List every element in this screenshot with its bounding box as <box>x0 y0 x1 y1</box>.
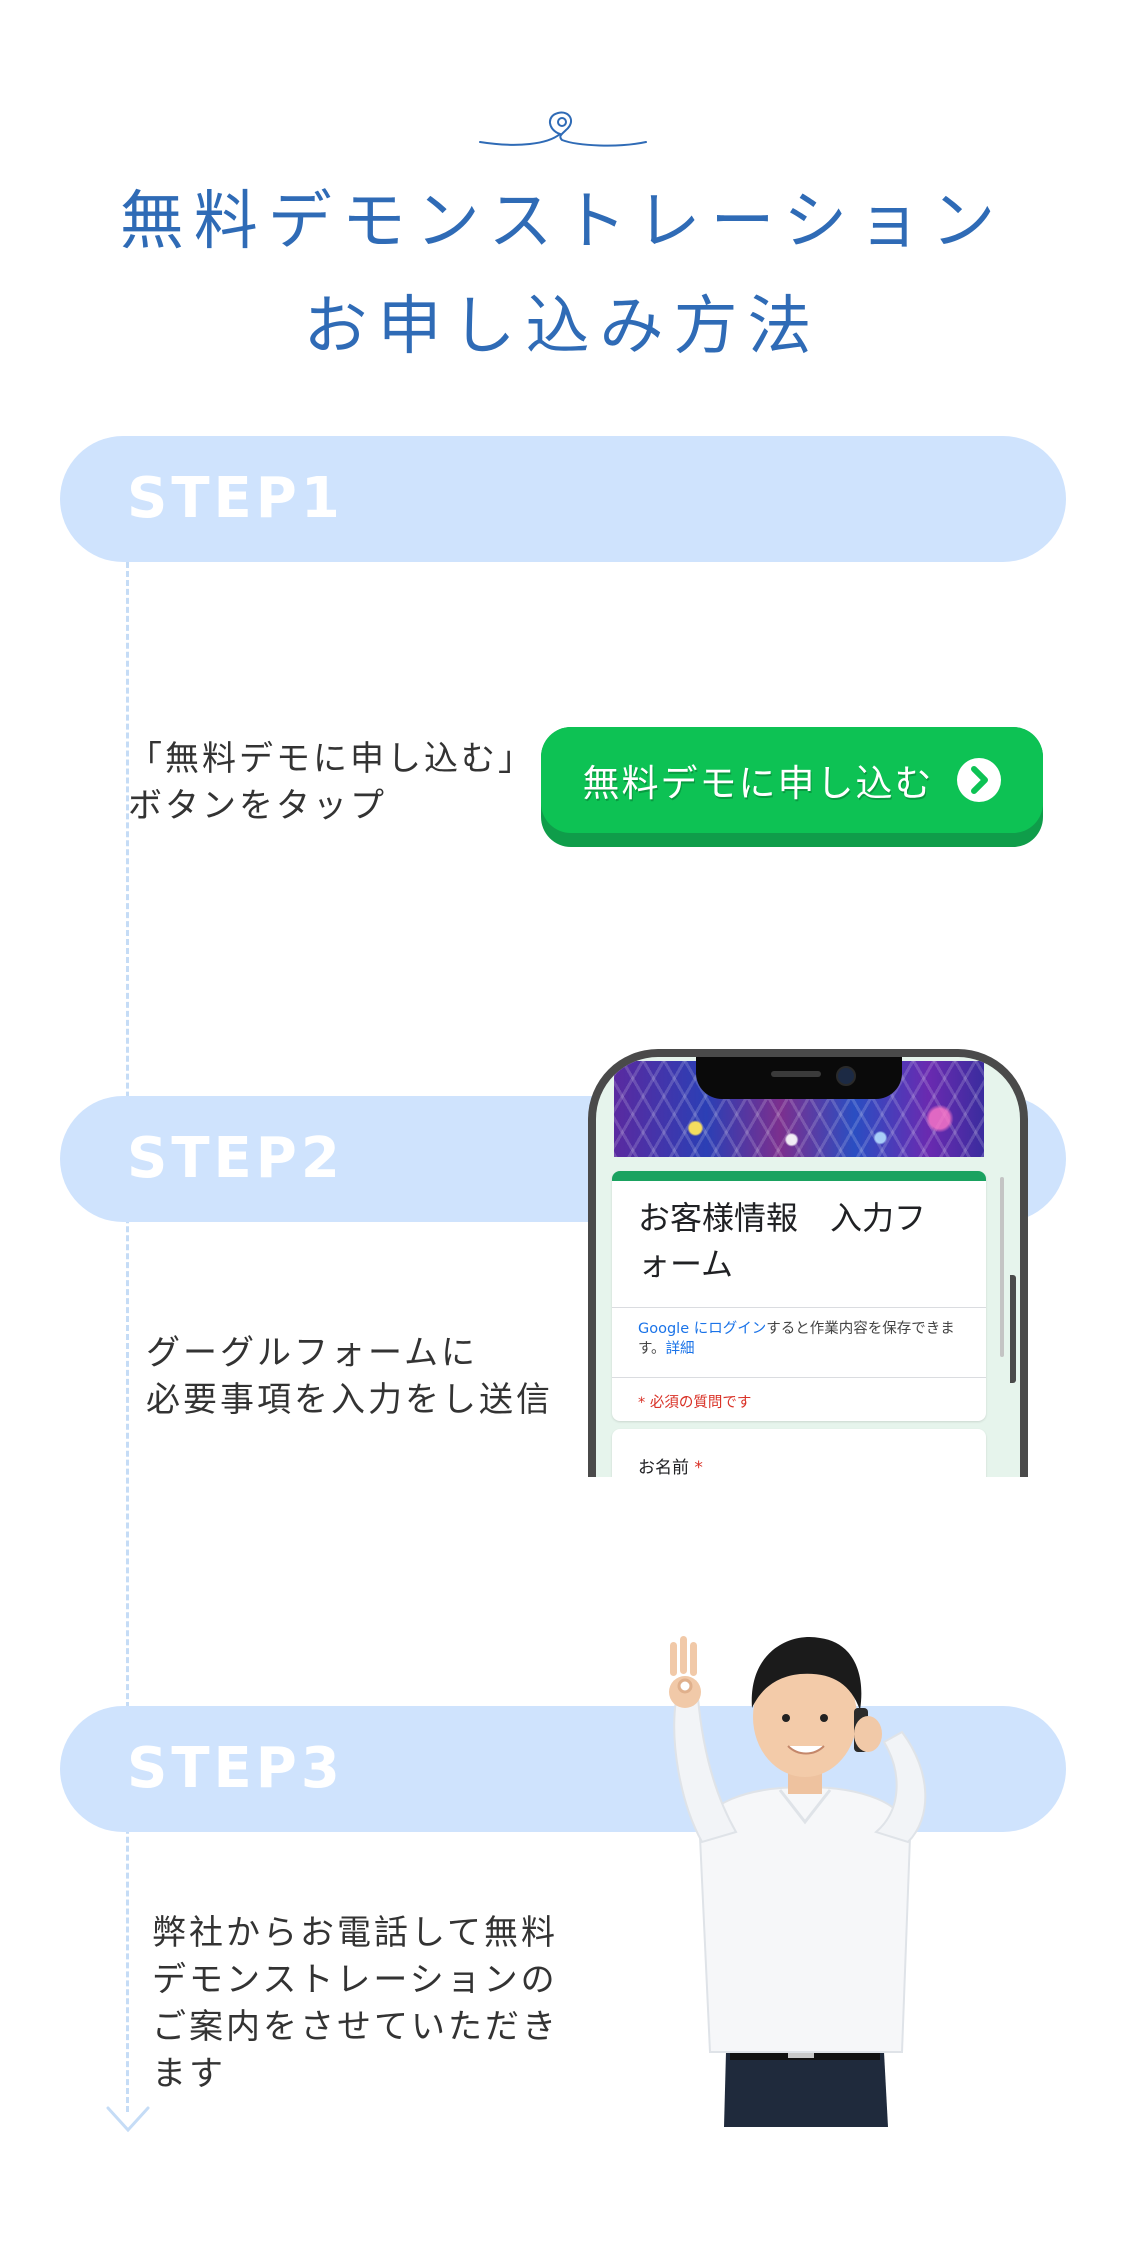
free-demo-apply-label: 無料デモに申し込む <box>582 762 934 805</box>
step1-description: 「無料デモに申し込む」 ボタンをタップ <box>128 739 535 826</box>
step1-label: STEP1 <box>127 466 344 531</box>
page-title-line2: お申し込み方法 <box>303 290 822 364</box>
form-divider <box>612 1377 986 1378</box>
chevron-right-circle-icon <box>956 758 1001 802</box>
google-form-card: お客様情報 入力フ ォーム Google にログインすると作業内容を保存できます… <box>612 1171 986 1421</box>
form-details-link[interactable]: 詳細 <box>665 1341 695 1358</box>
staff-on-phone-illustration <box>669 1636 927 2127</box>
phone-camera-icon <box>836 1066 856 1086</box>
step3-description: 弊社からお電話して無料 デモンストレーションの ご案内をさせていただき ます <box>152 1913 559 2094</box>
required-mark: * <box>694 1458 703 1477</box>
form-login-text: すると作業内容を保存できます。 <box>638 1321 955 1358</box>
name-field-label: お名前 * <box>638 1453 703 1477</box>
phone-notch <box>696 1057 902 1099</box>
ornament-swirl-icon <box>479 111 647 147</box>
step2-label: STEP2 <box>127 1126 344 1191</box>
phone-side-button <box>1010 1275 1016 1383</box>
form-title: お客様情報 入力フ ォーム <box>638 1199 927 1284</box>
free-demo-apply-button[interactable]: 無料デモに申し込む <box>541 727 1043 847</box>
phone-speaker <box>771 1071 821 1077</box>
name-question-card[interactable]: お名前 * <box>612 1429 986 1477</box>
phone-mockup: お客様情報 入力フ ォーム Google にログインすると作業内容を保存できます… <box>588 1049 1028 1477</box>
form-required-note: * 必須の質問です <box>638 1395 752 1411</box>
page-title-line1: 無料デモンストレーション <box>119 185 1006 259</box>
step3-label: STEP3 <box>127 1736 344 1801</box>
name-field-label-text: お名前 <box>638 1458 689 1477</box>
form-login-notice: Google にログインすると作業内容を保存できます。詳細 <box>638 1319 968 1360</box>
form-scrollbar[interactable] <box>1000 1177 1004 1357</box>
timeline-dashed-line <box>126 562 129 2112</box>
form-divider <box>612 1307 986 1308</box>
google-login-link[interactable]: Google にログイン <box>638 1321 767 1337</box>
arrow-down-icon <box>106 2106 150 2133</box>
step1-header: STEP1 <box>60 436 1066 562</box>
free-demo-apply-button-face[interactable]: 無料デモに申し込む <box>541 727 1043 833</box>
step2-description: グーグルフォームに 必要事項を入力をし送信 <box>146 1333 553 1420</box>
